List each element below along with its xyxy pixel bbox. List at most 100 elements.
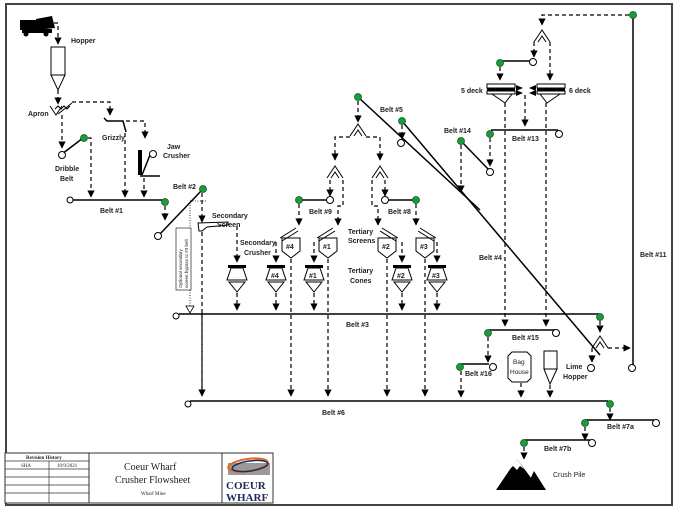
belt-2 [154, 185, 207, 240]
tertiary-screen-label: #1 [323, 244, 331, 251]
drawing-frame [5, 3, 673, 506]
belt-5-label: Belt #5 [380, 107, 403, 114]
deck-6-label: 6 deck [569, 88, 591, 95]
belt-9-label: Belt #9 [309, 209, 332, 216]
tertiary-cone-label: #3 [432, 273, 440, 280]
belt-3-label: Belt #3 [346, 322, 369, 329]
tertiary-screen: #4 [279, 227, 301, 259]
apron-feeder [49, 102, 73, 116]
tertiary-cone: #3 [426, 265, 448, 293]
revision-history-header: Revision History [26, 456, 62, 461]
bag-house [507, 351, 532, 383]
optional-bypass-line [189, 200, 206, 306]
belt-7a [581, 419, 660, 427]
grizzly [103, 117, 127, 133]
belt-8 [381, 196, 420, 204]
revision-date: 10/9/2021 [57, 464, 78, 469]
tertiary-screens-label-2: Screens [348, 238, 375, 245]
tertiary-screen-label: #3 [420, 244, 428, 251]
screen-feed-belt [496, 58, 537, 67]
tertiary-cone: #4 [265, 265, 287, 293]
apron-label: Apron [28, 111, 49, 118]
bag-house-label-2: House [510, 369, 529, 376]
jaw-crusher [138, 150, 160, 177]
secondary-screen-label-1: Secondary [212, 213, 248, 220]
svg-text:COEUR: COEUR [226, 480, 267, 492]
document-title-line-2: Crusher Flowsheet [115, 475, 190, 486]
tertiary-cone-label: #4 [271, 273, 279, 280]
secondary-crusher-label-1: Secondary [240, 240, 276, 247]
belt-7b-label: Belt #7b [544, 446, 571, 453]
svg-text:screen bypass to #3 belt: screen bypass to #3 belt [184, 238, 189, 288]
belt-1-label: Belt #1 [100, 208, 123, 215]
revision-history-table: Revision History SHA 10/9/2021 [5, 456, 89, 503]
lime-hopper [543, 350, 558, 386]
belt-15-label: Belt #15 [512, 335, 539, 342]
belt-4 [397, 117, 601, 356]
coeur-wharf-logo: COEUR WHARF [226, 457, 270, 504]
bypass-note: Optional secondary screen bypass to #3 b… [175, 227, 192, 291]
truck-to-hopper-flow [54, 22, 62, 45]
belt-13-label: Belt #13 [512, 136, 539, 143]
belt-16-label: Belt #16 [465, 371, 492, 378]
dribble-belt-label-2: Belt [60, 176, 74, 183]
tertiary-cone: #1 [303, 265, 325, 293]
revision-by: SHA [21, 464, 31, 469]
tertiary-screens-label-1: Tertiary [348, 229, 373, 236]
dribble-belt [58, 134, 88, 159]
tertiary-cones-label-2: Cones [350, 278, 372, 285]
hopper [50, 46, 66, 92]
belt-16 [456, 363, 497, 371]
splitter-belt3 [591, 335, 609, 349]
svg-text:WHARF: WHARF [226, 492, 268, 504]
belt-3 [172, 312, 604, 321]
belt-13 [486, 129, 563, 138]
jaw-crusher-label-2: Crusher [163, 153, 190, 160]
tertiary-screen: #1 [316, 227, 338, 259]
belt-1 [66, 196, 169, 206]
belt-8-label: Belt #8 [388, 209, 411, 216]
tertiary-screen: #2 [377, 227, 399, 259]
belt-15 [484, 329, 560, 337]
tertiary-equipment: #4 #4 #1 #1 #2 #2 #3 #3 [201, 227, 448, 397]
belt-6 [184, 400, 614, 408]
lime-hopper-label-1: Lime [566, 364, 582, 371]
belt-9 [295, 196, 334, 204]
belt-7b [520, 439, 596, 447]
belt-4-label: Belt #4 [479, 255, 502, 262]
splitter-belt9 [326, 165, 344, 179]
dribble-belt-label-1: Dribble [55, 166, 79, 173]
belt-4-tail-pulley [587, 364, 595, 372]
dump-truck-icon [20, 16, 55, 37]
secondary-crusher-label-2: Crusher [244, 250, 271, 257]
belt-2-label: Belt #2 [173, 184, 196, 191]
secondary-crusher [226, 265, 248, 293]
hopper-label: Hopper [71, 38, 96, 45]
tertiary-screen-label: #4 [286, 244, 294, 251]
tertiary-screen: #3 [415, 227, 437, 259]
grizzly-label: Grizzly [102, 135, 125, 142]
deck-5-label: 5 deck [461, 88, 483, 95]
lime-hopper-label-2: Hopper [563, 374, 588, 381]
tertiary-screen-label: #2 [382, 244, 390, 251]
belt-7a-label: Belt #7a [607, 424, 634, 431]
crush-pile-label: Crush Pile [553, 472, 585, 479]
screen-crossover-arrows [516, 85, 536, 96]
belt-14-label: Belt #14 [444, 128, 471, 135]
secondary-screen-label-2: Screen [217, 222, 240, 229]
tertiary-cone-label: #2 [397, 273, 405, 280]
tertiary-cone: #2 [391, 265, 413, 293]
secondary-screen [197, 221, 229, 232]
splitter-belt8 [371, 165, 389, 179]
splitter-screens [533, 29, 551, 43]
belt-11-label: Belt #11 [640, 252, 667, 259]
bag-house-label-1: Bag [513, 359, 525, 366]
document-title-line-1: Coeur Wharf [124, 462, 177, 473]
splitter-tertiary [349, 123, 367, 137]
belt-6-label: Belt #6 [322, 410, 345, 417]
belt-5 [354, 93, 481, 211]
document-subtitle: Wharf Mine [141, 492, 166, 497]
screen-6-deck [536, 83, 566, 104]
screen-5-deck [486, 83, 516, 104]
